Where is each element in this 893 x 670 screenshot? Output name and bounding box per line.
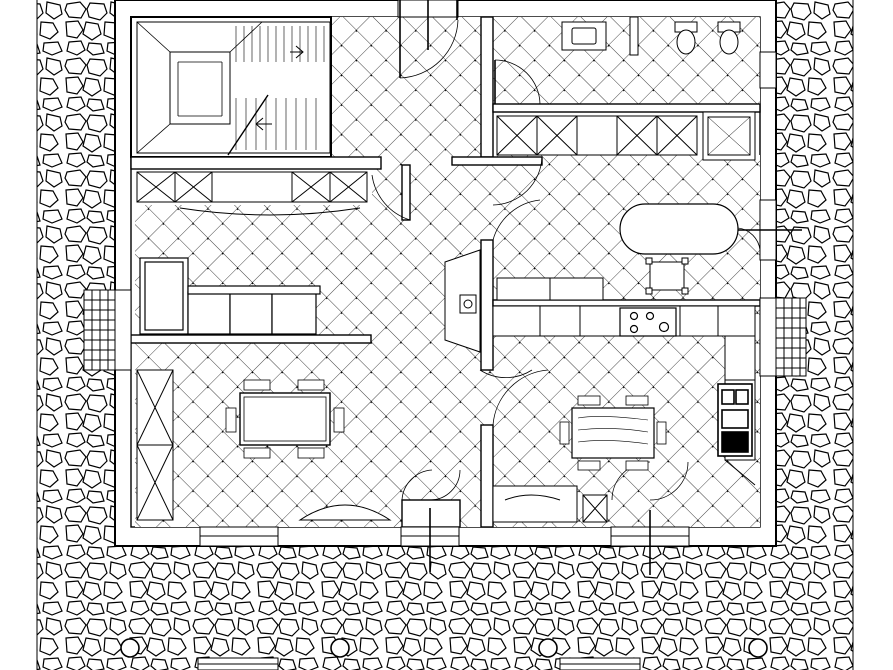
shower bbox=[702, 111, 756, 161]
sink bbox=[717, 383, 753, 457]
grille-left bbox=[83, 289, 116, 371]
living-cabinets bbox=[136, 171, 368, 216]
kitchen-table bbox=[559, 395, 667, 471]
bottom-grilles bbox=[197, 657, 641, 670]
stove bbox=[619, 307, 677, 337]
bathroom-fixtures bbox=[561, 16, 741, 56]
entrance-hall-floor bbox=[331, 17, 481, 157]
bathtub bbox=[619, 203, 739, 255]
interior-walls bbox=[130, 16, 761, 528]
dining-bench bbox=[298, 504, 392, 521]
grille-right bbox=[775, 297, 807, 377]
wardrobe bbox=[496, 115, 698, 156]
columns bbox=[120, 638, 768, 658]
doors bbox=[371, 0, 802, 575]
bedroom-shelves bbox=[496, 277, 604, 301]
staircase bbox=[130, 16, 332, 158]
sofa bbox=[139, 257, 321, 335]
kitchen-shelf bbox=[492, 485, 608, 523]
fireplace bbox=[444, 249, 481, 353]
bedroom-chair bbox=[645, 257, 689, 295]
dining-sideboard bbox=[136, 369, 174, 521]
dining-table bbox=[225, 379, 345, 459]
